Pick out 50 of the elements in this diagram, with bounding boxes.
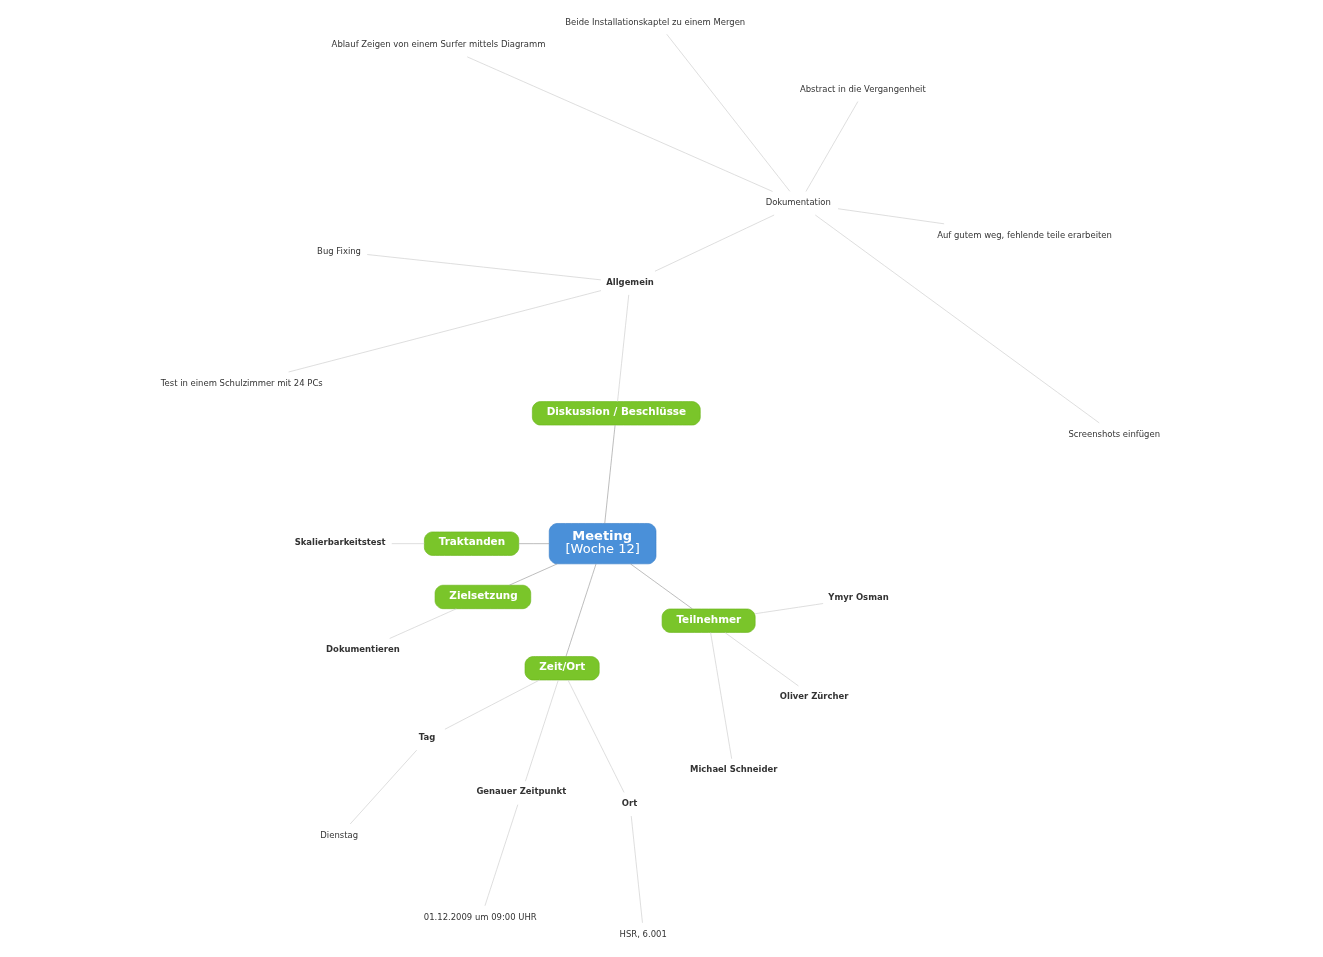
connector [525, 679, 559, 782]
connector [466, 56, 773, 192]
node-text: Michael Schneider [690, 764, 778, 775]
node-text: Genauer Zeitpunkt [476, 786, 567, 797]
connector [509, 563, 558, 586]
node-text: Dokumentation [765, 197, 831, 208]
connector [288, 290, 602, 373]
connector [710, 632, 732, 760]
connector [805, 101, 859, 192]
node-box: Diskussion / Beschlüsse [532, 401, 701, 426]
node-text: Dokumentieren [326, 643, 400, 654]
node-box: Zeit/Ort [524, 656, 600, 681]
connector [366, 254, 602, 281]
node-text: Bug Fixing [317, 245, 361, 256]
node-text: Dienstag [320, 830, 359, 841]
node-text: HSR, 6.001 [619, 928, 667, 939]
node-text: Ort [621, 797, 638, 808]
connector [484, 804, 519, 907]
connector [754, 603, 824, 615]
connector [349, 749, 417, 825]
node-text: Auf gutem weg, fehlende teile erarbeiten [937, 229, 1112, 240]
connector [724, 632, 799, 687]
connector [630, 815, 643, 924]
node-box: Meeting [Woche 12] [548, 523, 657, 565]
connector [444, 679, 540, 730]
connector [567, 679, 625, 793]
connector [617, 294, 630, 402]
connector [630, 563, 693, 610]
node-box: Zielsetzung [434, 584, 532, 609]
connector [565, 563, 597, 657]
node-box: Teilnehmer [661, 608, 756, 633]
connector [389, 608, 457, 639]
connector [814, 214, 1100, 424]
connector [654, 214, 775, 272]
node-text: Skalierbarkeitstest [294, 537, 386, 548]
node-text: Test in einem Schulzimmer mit 24 PCs [160, 377, 323, 388]
node-text: Ablauf Zeigen von einem Surfer mittels Diagramm [331, 39, 546, 50]
node-text: Abstract in die Vergangenheit [799, 83, 926, 94]
node-text: Ymyr Osman [828, 591, 889, 602]
connector [666, 33, 791, 192]
node-text: Tag [418, 731, 436, 742]
node-text: Oliver Zürcher [779, 691, 849, 702]
node-text: 01.12.2009 um 09:00 UHR [423, 911, 537, 922]
connector [518, 543, 550, 544]
node-text: Beide Installationskaptel zu einem Mergen [565, 16, 746, 27]
connector [604, 424, 616, 524]
node-text: Allgemein [606, 276, 654, 287]
node-text: Screenshots einfügen [1068, 428, 1161, 439]
connector [837, 208, 945, 225]
node-box: Traktanden [424, 531, 520, 556]
